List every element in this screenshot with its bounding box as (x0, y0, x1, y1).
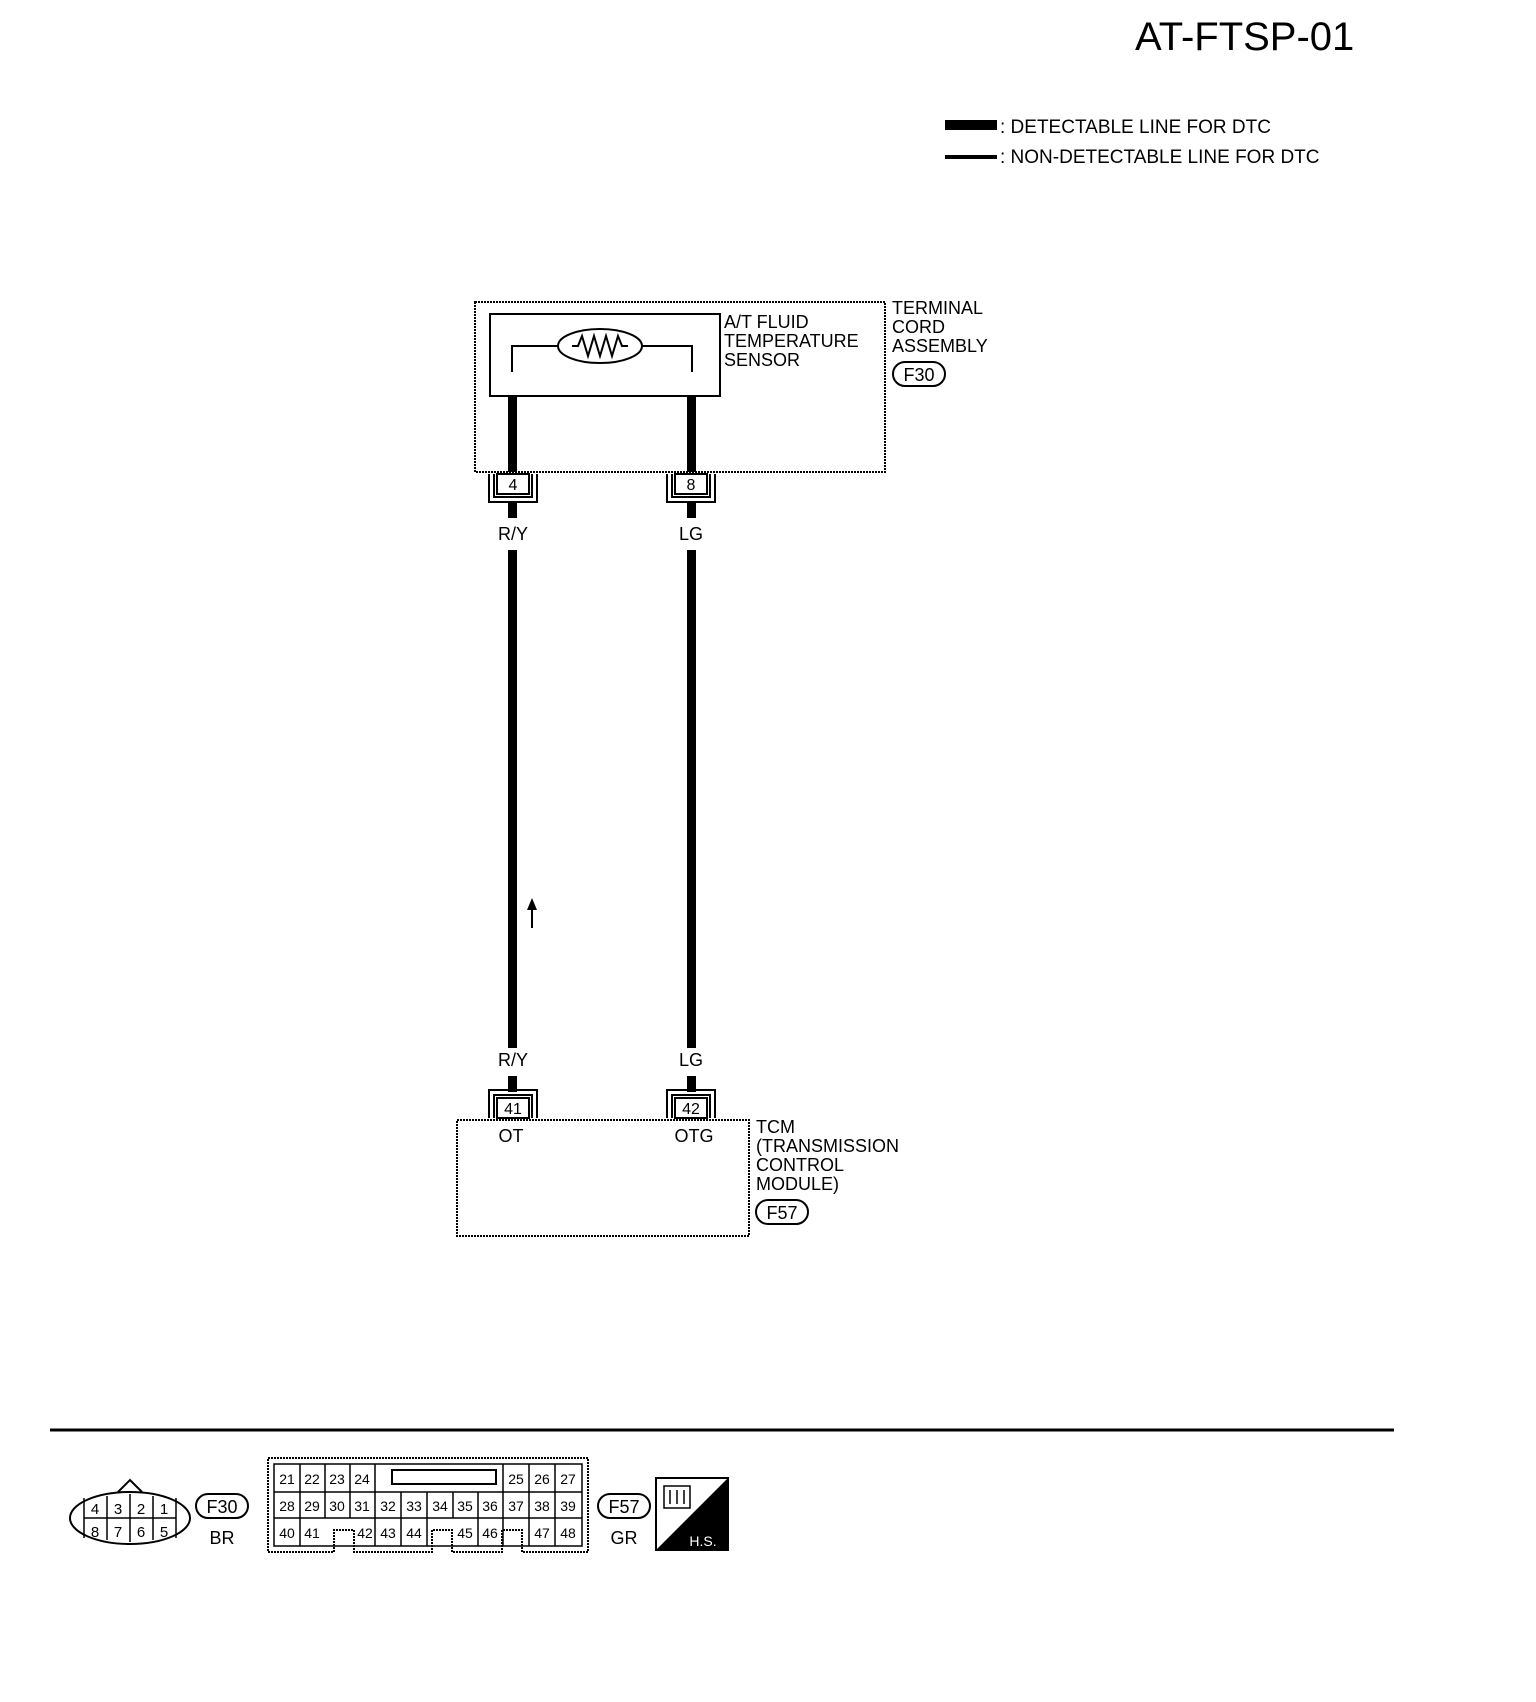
f57-face-pin: 44 (406, 1525, 422, 1541)
f57-face-pin: 29 (304, 1498, 320, 1514)
f57-face-pin: 47 (534, 1525, 550, 1541)
signal-direction-arrow-icon (527, 898, 537, 928)
pin-8-label: 8 (687, 477, 696, 494)
f30-face-pin: 7 (114, 1524, 122, 1541)
sensor-label-line2: TEMPERATURE (724, 331, 859, 351)
f57-face-pin: 21 (279, 1471, 295, 1487)
thermistor-icon (557, 328, 643, 364)
resistor-zigzag-icon (572, 332, 628, 360)
wire-color-ry-bottom: R/Y (498, 1050, 528, 1070)
legend: : DETECTABLE LINE FOR DTC : NON-DETECTAB… (945, 117, 1320, 168)
wire-ry-stub-bottom (508, 1076, 517, 1092)
f57-face-pin: 34 (432, 1498, 448, 1514)
tcm-label-line3: CONTROL (756, 1155, 844, 1175)
f57-face-pin: 38 (534, 1498, 550, 1514)
legend-non-detectable-label: : NON-DETECTABLE LINE FOR DTC (1000, 147, 1320, 168)
tcm-label-line2: (TRANSMISSION (756, 1136, 899, 1156)
hs-label: H.S. (689, 1533, 716, 1549)
f57-face-color: GR (611, 1528, 638, 1548)
f57-face-pin: 32 (380, 1498, 396, 1514)
f30-face-pin: 6 (137, 1524, 145, 1541)
wire-lg-internal (687, 396, 696, 472)
sensor-label-line1: A/T FLUID (724, 312, 809, 332)
f57-face-pin: 33 (406, 1498, 422, 1514)
f30-face-pin: 5 (160, 1524, 168, 1541)
terminal-cord-assembly-box (474, 301, 886, 473)
f57-face-pin: 26 (534, 1471, 550, 1487)
wire-color-lg-bottom: LG (679, 1050, 703, 1070)
f57-face-pin: 25 (508, 1471, 524, 1487)
f30-face-pin: 4 (91, 1501, 99, 1518)
pin-41-label: 41 (504, 1101, 522, 1118)
f57-face-id: F57 (608, 1497, 639, 1517)
f57-face-pin: 42 (357, 1525, 373, 1541)
f57-face-pin: 35 (457, 1498, 473, 1514)
f57-face-pin: 39 (560, 1498, 576, 1514)
tcm-label-line4: MODULE) (756, 1174, 839, 1194)
wire-lg (687, 550, 696, 1048)
f57-face-pin: 27 (560, 1471, 576, 1487)
wire-lg-stub-top (687, 502, 696, 518)
legend-detectable-swatch (945, 120, 997, 130)
tcm-box (456, 1119, 750, 1237)
diagram-title: AT-FTSP-01 (1135, 15, 1354, 59)
pin-42-connector: 42 (666, 1089, 716, 1119)
f30-connector-face: 4 3 2 1 8 7 6 5 (69, 1478, 191, 1545)
f57-connector-id: F57 (766, 1203, 797, 1223)
f57-face-pin: 31 (354, 1498, 370, 1514)
pin-42-label: 42 (682, 1101, 700, 1118)
wire-color-ry-top: R/Y (498, 524, 528, 544)
f57-face-pin: 30 (329, 1498, 345, 1514)
terminal-cord-label-line1: TERMINAL (892, 298, 983, 318)
f57-face-pin: 23 (329, 1471, 345, 1487)
f57-face-pin: 28 (279, 1498, 295, 1514)
tcm-signal-otg: OTG (675, 1126, 714, 1146)
legend-detectable-label: : DETECTABLE LINE FOR DTC (1000, 117, 1271, 138)
tcm-signal-ot: OT (499, 1126, 524, 1146)
sensor-box (489, 313, 721, 397)
pin-4-label: 4 (509, 477, 518, 494)
f57-face-pin: 46 (482, 1525, 498, 1541)
f30-face-color: BR (209, 1528, 234, 1548)
f57-face-pin: 48 (560, 1525, 576, 1541)
f30-face-pin: 8 (91, 1524, 99, 1541)
f57-face-pin: 41 (304, 1525, 320, 1541)
f57-face-pin: 22 (304, 1471, 320, 1487)
f30-connector-badge (892, 361, 946, 387)
pin-41-connector: 41 (488, 1089, 538, 1119)
f30-face-id: F30 (206, 1497, 237, 1517)
f57-face-pin: 40 (279, 1525, 295, 1541)
f57-face-pin: 43 (380, 1525, 396, 1541)
tcm-label-line1: TCM (756, 1117, 795, 1137)
f57-connector-face: 21 22 23 24 25 26 27 28 29 30 31 32 33 3… (267, 1457, 589, 1553)
f57-face-badge (597, 1493, 651, 1519)
terminal-cord-label-line2: CORD (892, 317, 945, 337)
f30-face-pin: 1 (160, 1501, 168, 1518)
f30-face-pin: 3 (114, 1501, 122, 1518)
terminal-cord-label-line3: ASSEMBLY (892, 336, 988, 356)
wire-color-lg-top: LG (679, 524, 703, 544)
f57-face-pin: 24 (354, 1471, 370, 1487)
f30-face-pin: 2 (137, 1501, 145, 1518)
f30-connector-id: F30 (903, 365, 934, 385)
pin-4-connector: 4 (488, 473, 538, 503)
f57-connector-badge (755, 1199, 809, 1225)
pin-8-connector: 8 (666, 473, 716, 503)
f57-face-pin: 36 (482, 1498, 498, 1514)
wire-ry-internal (508, 396, 517, 472)
harness-side-icon: H.S. (655, 1477, 729, 1551)
f57-face-pin: 45 (457, 1525, 473, 1541)
sensor-label-line3: SENSOR (724, 350, 800, 370)
wire-lg-stub-bottom (687, 1076, 696, 1092)
legend-non-detectable-swatch (945, 155, 997, 159)
wire-ry (508, 550, 517, 1048)
f57-face-pin: 37 (508, 1498, 524, 1514)
wire-ry-stub-top (508, 502, 517, 518)
f30-face-badge (195, 1493, 249, 1519)
